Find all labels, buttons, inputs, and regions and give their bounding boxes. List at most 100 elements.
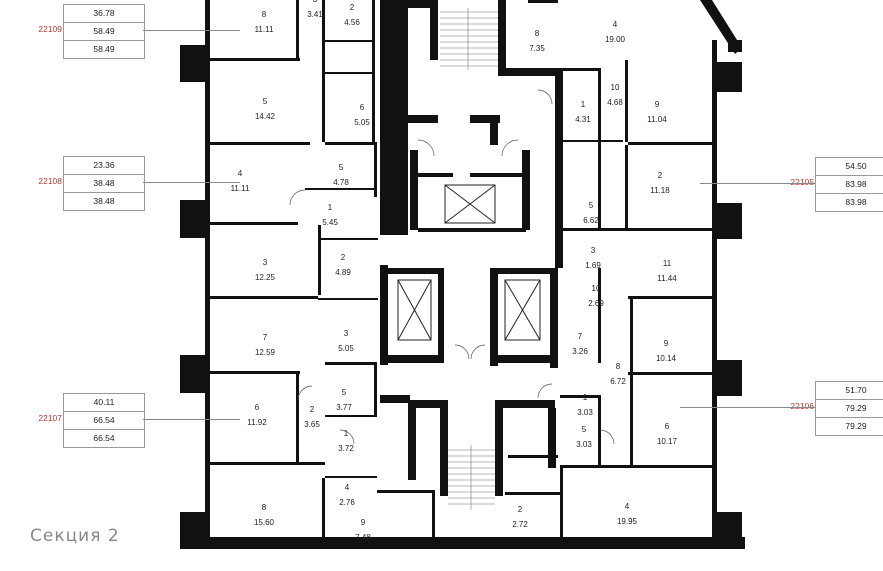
room-area: 3.03 [577, 408, 593, 417]
room-number: 1 [328, 203, 333, 212]
apartment-area-value: 66.54 [93, 433, 115, 443]
room-area: 4.89 [335, 268, 351, 277]
room-area: 5.05 [338, 344, 354, 353]
leader-line [143, 419, 240, 420]
room-number: 2 [350, 3, 355, 12]
room-area: 19.95 [617, 517, 638, 526]
room-number: 8 [262, 503, 267, 512]
room-number: 3 [313, 0, 318, 4]
room-number: 7 [263, 333, 268, 342]
room-number: 5 [589, 201, 594, 210]
room-area: 6.72 [610, 377, 626, 386]
room-number: 1 [581, 100, 586, 109]
room-number: 5 [263, 97, 268, 106]
apartment-area-value: 40.11 [64, 394, 144, 412]
room-area: 15.60 [254, 518, 275, 527]
stair-bottom [448, 445, 495, 510]
walls [180, 0, 745, 549]
apartment-area-value: 38.48 [93, 196, 115, 206]
room-area: 3.65 [304, 420, 320, 429]
leader-line [143, 30, 240, 31]
room-number: 9 [361, 518, 366, 527]
elevators [397, 184, 541, 341]
apartment-id: 22108 [38, 176, 62, 186]
room-number: 2 [310, 405, 315, 414]
room-number: 3 [591, 246, 596, 255]
apartment-id: 22109 [38, 24, 62, 34]
room-area: 2.76 [339, 498, 355, 507]
room-number: 2 [518, 505, 523, 514]
room-number: 8 [262, 10, 267, 19]
apartment-id: 22106 [790, 401, 814, 411]
leader-line [143, 182, 240, 183]
room-area: 4.56 [344, 18, 360, 27]
room-area: 5.05 [354, 118, 370, 127]
room-area: 4.68 [607, 98, 623, 107]
apartment-area-value: 36.78 [64, 5, 144, 23]
room-number: 4 [238, 169, 243, 178]
room-area: 3.41 [307, 10, 323, 19]
room-number: 2 [341, 253, 346, 262]
room-number: 10 [592, 284, 601, 293]
room-number: 6 [665, 422, 670, 431]
room-area: 11.18 [650, 186, 670, 195]
room-area: 5.45 [322, 218, 338, 227]
apartment-area-value: 79.29 [816, 400, 883, 418]
room-area: 4.31 [575, 115, 591, 124]
apartment-area-value: 23.36 [64, 157, 144, 175]
room-area: 3.03 [576, 440, 592, 449]
room-number: 9 [655, 100, 660, 109]
room-area: 7.35 [529, 44, 545, 53]
room-number: 10 [611, 83, 620, 92]
room-number: 6 [360, 103, 365, 112]
room-area: 11.92 [247, 418, 267, 427]
room-number: 1 [583, 393, 588, 402]
section-label: Секция 2 [30, 526, 120, 546]
room-number: 6 [255, 403, 260, 412]
room-number: 11 [663, 259, 672, 268]
room-area: 4.78 [333, 178, 349, 187]
apartment-area-value: 79.29 [845, 421, 867, 431]
room-area: 2.72 [512, 520, 528, 529]
apartment-area-value: 38.48 [64, 175, 144, 193]
apartment-area-value: 58.49 [64, 23, 144, 41]
room-number: 5 [582, 425, 587, 434]
leader-line [700, 183, 815, 184]
room-area: 3.26 [572, 347, 588, 356]
room-area: 3.72 [338, 444, 354, 453]
apartment-area-value: 66.54 [64, 412, 144, 430]
room-number: 9 [664, 339, 669, 348]
apartment-area-value: 58.49 [93, 44, 115, 54]
room-area: 1.69 [585, 261, 601, 270]
room-area: 7.48 [355, 533, 371, 542]
room-area: 10.14 [656, 354, 677, 363]
apartment-area-value: 51.70 [816, 382, 883, 400]
room-area: 3.77 [336, 403, 352, 412]
room-number: 4 [625, 502, 630, 511]
room-number: 1 [344, 429, 349, 438]
room-area: 19.00 [605, 35, 626, 44]
apartment-id: 22107 [38, 413, 62, 423]
room-number: 3 [344, 329, 349, 338]
room-number: 7 [578, 332, 583, 341]
room-area: 12.25 [255, 273, 276, 282]
apartment-area-value: 54.50 [816, 158, 883, 176]
leader-line [680, 407, 815, 408]
room-area: 11.44 [657, 274, 677, 283]
room-number: 5 [339, 163, 344, 172]
room-number: 5 [342, 388, 347, 397]
room-number: 2 [658, 171, 663, 180]
door-swings [289, 89, 615, 445]
room-area: 11.11 [255, 25, 274, 34]
room-area: 14.42 [255, 112, 276, 121]
room-area: 12.59 [255, 348, 276, 357]
room-area: 2.69 [588, 299, 604, 308]
room-area: 10.17 [657, 437, 678, 446]
room-number: 4 [345, 483, 350, 492]
